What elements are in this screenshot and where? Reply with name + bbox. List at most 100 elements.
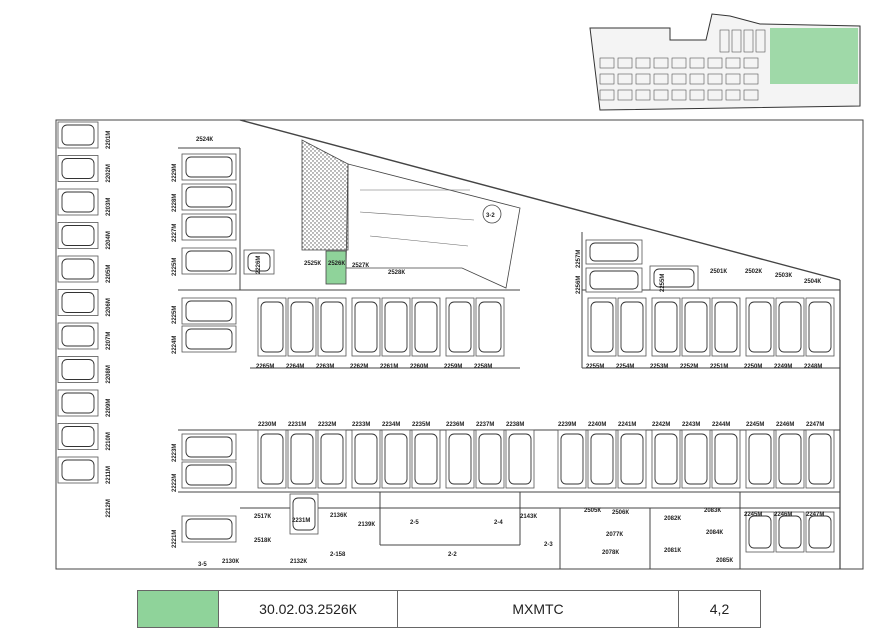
minimap-cell (725, 89, 741, 101)
parking-spot (257, 429, 287, 489)
minimap (578, 12, 864, 118)
spot-label: 3-5 (198, 562, 207, 568)
spot-label: 2083К (704, 508, 721, 514)
spot-label: 2237М (476, 422, 494, 428)
parking-spot (775, 511, 805, 553)
parking-spot (745, 429, 775, 489)
minimap-cell (707, 57, 723, 69)
spot-label: 2506К (612, 510, 629, 516)
spot-label: 2245М (744, 512, 762, 518)
spot-label: 2139К (358, 522, 375, 528)
parking-spot (617, 297, 647, 357)
minimap-cell (671, 89, 687, 101)
spot-label: 2239М (558, 422, 576, 428)
parking-spot (351, 429, 381, 489)
spot-label: 2132К (290, 559, 307, 565)
spot-label: 2230М (258, 422, 276, 428)
parking-spot (289, 493, 319, 535)
minimap-cell (743, 57, 759, 69)
parking-spot (181, 153, 237, 181)
parking-spot (181, 461, 237, 489)
spot-label: 2202М (106, 164, 112, 182)
parking-spot (651, 297, 681, 357)
minimap-cell (707, 89, 723, 101)
spot-label: 2261М (380, 364, 398, 370)
minimap-cell (719, 29, 730, 53)
minimap-cell (653, 73, 669, 85)
spot-label: 2254М (616, 364, 634, 370)
parking-spot (775, 429, 805, 489)
parking-spot (411, 297, 441, 357)
parking-spot (181, 297, 237, 325)
spot-label: 2225М (172, 258, 178, 276)
parking-spot (181, 183, 237, 211)
parking-spot (445, 297, 475, 357)
spot-label: 2082К (664, 516, 681, 522)
spot-label: 2222М (172, 474, 178, 492)
spot-label: 2-5 (410, 520, 419, 526)
spot-label: 2234М (382, 422, 400, 428)
spot-label: 2245М (746, 422, 764, 428)
parking-spot (805, 297, 835, 357)
spot-label: 2247М (806, 512, 824, 518)
minimap-cell (731, 29, 742, 53)
spot-label: 2233М (352, 422, 370, 428)
spot-label: 2206М (106, 298, 112, 316)
spot-label: 2225М (172, 306, 178, 324)
parking-spot (181, 213, 237, 241)
spot-label: 2527К (352, 263, 369, 269)
spot-label: 2250М (744, 364, 762, 370)
parking-spot (257, 297, 287, 357)
spot-label: 2526К (328, 261, 345, 267)
spot-label: 2221М (172, 530, 178, 548)
spot-label: 2081К (664, 548, 681, 554)
spot-label: 2244М (712, 422, 730, 428)
spot-label: 2203М (106, 198, 112, 216)
parking-spot-left (57, 188, 99, 216)
parking-spot (745, 511, 775, 553)
parking-spot (181, 515, 237, 543)
parking-spot (381, 297, 411, 357)
spot-label: 2136К (330, 513, 347, 519)
spot-category: МХМТС (398, 591, 679, 627)
parking-spot (475, 429, 505, 489)
spot-label: 2524К (196, 137, 213, 143)
selected-storage-2526 (325, 250, 347, 285)
parking-spot (287, 297, 317, 357)
spot-label: 2501К (710, 269, 727, 275)
spot-label: 2504К (804, 279, 821, 285)
parking-spot (681, 429, 711, 489)
spot-label: 2224М (172, 336, 178, 354)
spot-label: 2-3 (544, 542, 553, 548)
spot-number: 30.02.03.2526К (219, 591, 398, 627)
spot-label: 2257М (576, 250, 582, 268)
parking-spot (585, 239, 643, 265)
spot-label: 2260М (410, 364, 428, 370)
spot-label: 2228М (172, 194, 178, 212)
parking-spot (181, 325, 237, 353)
spot-label: 2525К (304, 261, 321, 267)
spot-label: 2242М (652, 422, 670, 428)
parking-spot (351, 297, 381, 357)
spot-label: 2502К (745, 269, 762, 275)
spot-label: 2223М (172, 444, 178, 462)
parking-spot (805, 429, 835, 489)
parking-spot (317, 429, 347, 489)
parking-spot (649, 265, 699, 291)
minimap-cell (617, 89, 633, 101)
minimap-cell (671, 57, 687, 69)
spot-label: 2253М (650, 364, 668, 370)
spot-label: 2207М (106, 332, 112, 350)
ramp-label: 3-2 (486, 213, 495, 219)
spot-label: 2208М (106, 365, 112, 383)
spot-label: 2255М (586, 364, 604, 370)
minimap-cell (599, 57, 615, 69)
parking-spot (805, 511, 835, 553)
spot-label: 2265М (256, 364, 274, 370)
spot-label: 2262М (350, 364, 368, 370)
minimap-cell (635, 89, 651, 101)
parking-spot (287, 429, 317, 489)
minimap-cell (671, 73, 687, 85)
spot-label: 2231М (288, 422, 306, 428)
minimap-cell (635, 73, 651, 85)
